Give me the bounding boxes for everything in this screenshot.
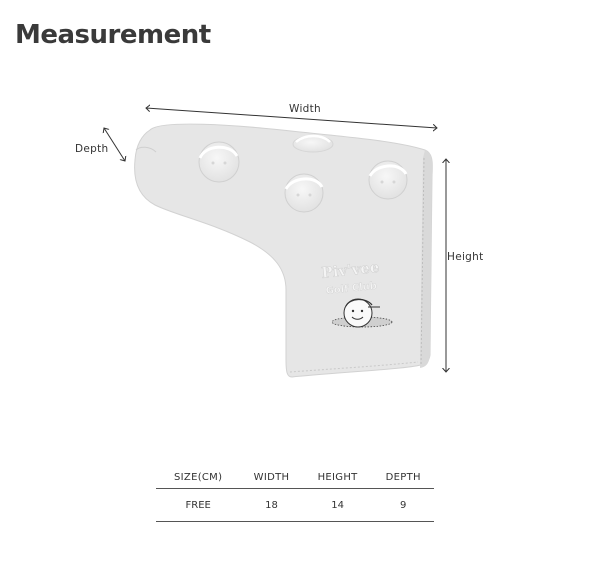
column-header-height: HEIGHT bbox=[302, 467, 373, 489]
cell-width: 18 bbox=[240, 488, 303, 522]
width-label: Width bbox=[289, 103, 322, 115]
cell-height: 14 bbox=[302, 488, 373, 522]
height-label: Height bbox=[447, 251, 484, 263]
ball-face-icon bbox=[292, 134, 334, 153]
width-arrow bbox=[146, 108, 437, 128]
golf-ball-logo-icon bbox=[331, 298, 393, 328]
size-table: SIZE(CM) WIDTH HEIGHT DEPTH FREE 18 14 9 bbox=[156, 467, 434, 522]
column-header-width: WIDTH bbox=[240, 467, 303, 489]
ball-face-icon bbox=[368, 160, 408, 200]
table-row: FREE 18 14 9 bbox=[156, 488, 434, 522]
column-header-depth: DEPTH bbox=[372, 467, 434, 489]
cell-size: FREE bbox=[156, 488, 241, 522]
putter-cover-illustration: Piv'vee Golf Club bbox=[0, 0, 595, 378]
table-header-row: SIZE(CM) WIDTH HEIGHT DEPTH bbox=[156, 467, 434, 489]
depth-arrow bbox=[104, 128, 125, 161]
column-header-size: SIZE(CM) bbox=[156, 467, 241, 489]
depth-label: Depth bbox=[75, 143, 109, 155]
page-title: Measurement bbox=[15, 20, 211, 50]
ball-face-icon bbox=[198, 141, 240, 183]
cell-depth: 9 bbox=[372, 488, 434, 522]
product-figure: Piv'vee Golf Club Width Depth Height bbox=[0, 0, 595, 378]
ball-face-icon bbox=[284, 173, 324, 213]
